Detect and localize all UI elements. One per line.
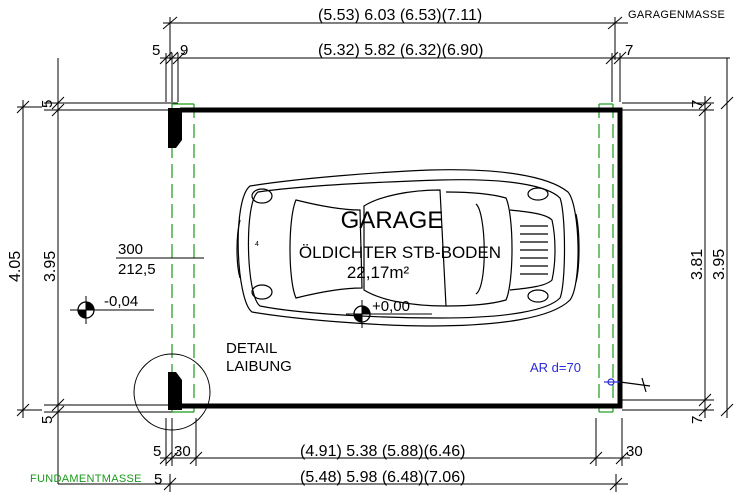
opening-height: 212,5	[118, 261, 156, 278]
left-dimension-lines	[16, 58, 178, 420]
left-top-small-dimension: 5	[39, 100, 56, 108]
detail-circle	[133, 353, 211, 431]
left-inner-dimension: 3.95	[42, 251, 59, 282]
garage-dimension-tag: GARAGENMASSE	[628, 9, 725, 21]
car-small-label: 4	[255, 241, 259, 248]
level-inside: +0,00	[372, 298, 410, 315]
bottom-dimension-lines	[57, 418, 630, 492]
fundament-dimension-a: 5	[154, 471, 162, 488]
left-outer-dimension: 4.05	[7, 251, 24, 282]
level-marker-outside	[70, 296, 154, 324]
top-dimension-lines	[159, 16, 730, 110]
level-marker-inside	[346, 300, 432, 328]
ar-label: AR d=70	[530, 360, 581, 375]
detail-label-line1: DETAIL	[226, 340, 277, 357]
car-top-view	[236, 169, 580, 327]
opening-width: 300	[118, 241, 143, 258]
bottom-left-dimension-b: 30	[174, 443, 191, 460]
right-inner-dimension: 3.81	[689, 249, 706, 280]
left-bottom-small-dimension: 5	[39, 416, 56, 424]
bottom-inner-dimension: (4.91) 5.38 (5.88)(6.46)	[300, 443, 465, 460]
room-area: 22,17m²	[347, 263, 410, 282]
bottom-outer-dimension: (5.48) 5.98 (6.48)(7.06)	[300, 469, 465, 486]
right-dimension-lines	[622, 96, 734, 418]
garage-walls	[180, 107, 623, 409]
right-bottom-small-dimension: 7	[689, 416, 706, 424]
right-top-small-dimension: 7	[689, 100, 706, 108]
detail-label-line2: LAIBUNG	[226, 358, 292, 375]
garage-outer-dimension: (5.53) 6.03 (6.53)(7.11)	[318, 7, 482, 24]
top-right-dimension-a: 7	[625, 42, 633, 59]
top-left-dimension-b: 9	[180, 42, 188, 59]
room-name: GARAGE	[341, 207, 444, 234]
room-floor: ÖLDICHTER STB-BODEN	[299, 243, 501, 262]
level-outside: -0,04	[104, 293, 138, 310]
top-inner-dimension: (5.32) 5.82 (6.32)(6.90)	[318, 42, 483, 59]
bottom-right-dimension-b: 30	[626, 443, 643, 460]
door-jambs	[168, 108, 182, 410]
fundament-dimension-tag: FUNDAMENTMASSE	[30, 473, 142, 485]
right-outer-dimension: 3.95	[711, 249, 728, 280]
ar-symbol	[604, 377, 651, 393]
top-left-dimension-a: 5	[152, 42, 160, 59]
bottom-left-dimension-a: 5	[153, 443, 161, 460]
